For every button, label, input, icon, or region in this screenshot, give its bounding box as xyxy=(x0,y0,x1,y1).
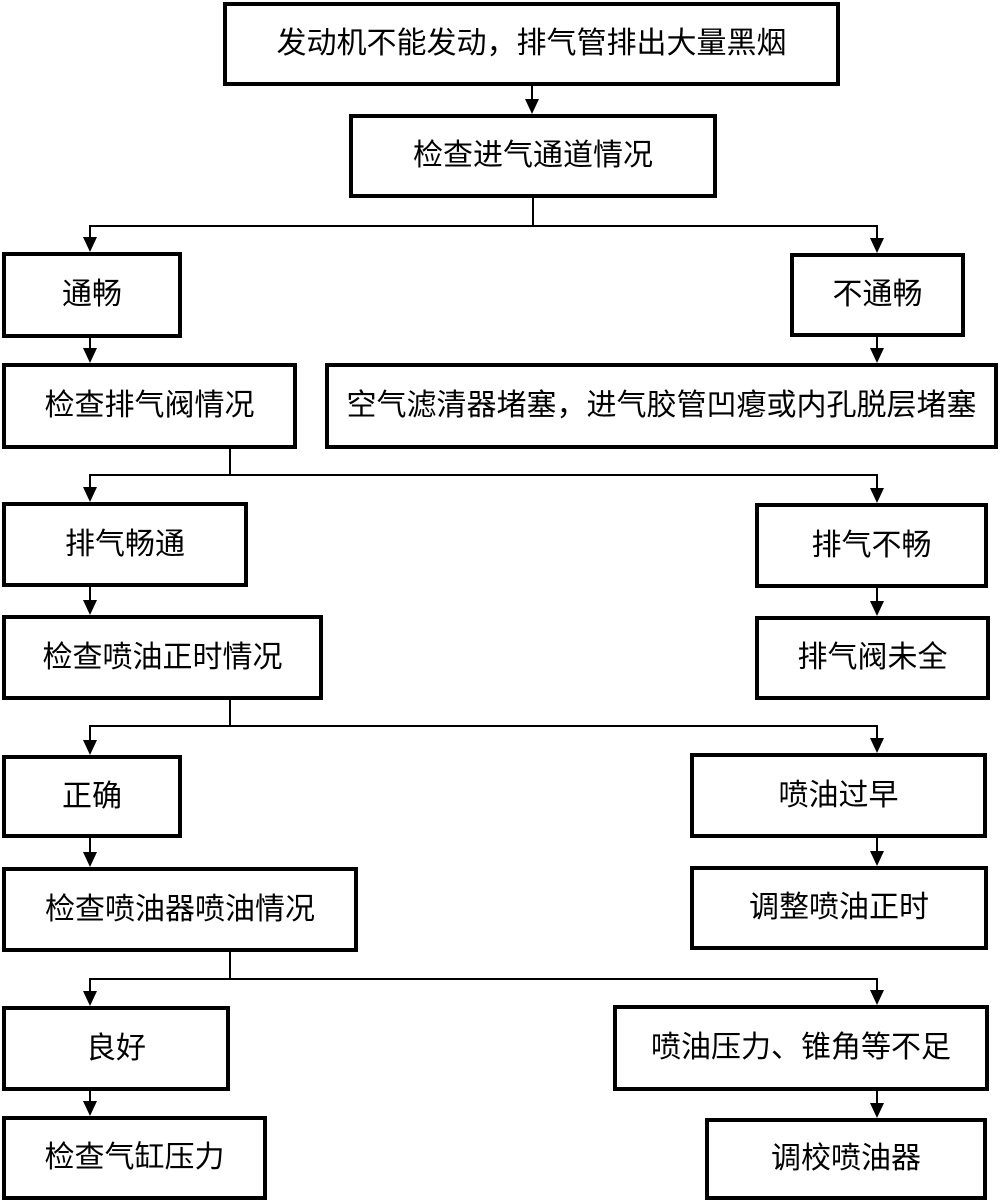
arrow-down-icon xyxy=(870,337,884,363)
node-intake-clear: 通畅 xyxy=(2,252,182,338)
arrow-down-icon xyxy=(870,588,884,616)
node-start: 发动机不能发动，排气管排出大量黑烟 xyxy=(223,2,840,86)
connector-stem xyxy=(229,700,231,727)
arrow-down-icon xyxy=(83,587,97,615)
arrow-down-icon xyxy=(83,474,97,502)
node-air-filter-blocked: 空气滤清器堵塞，进气胶管凹瘪或内孔脱层堵塞 xyxy=(325,363,998,449)
arrow-down-icon xyxy=(870,978,884,1005)
node-adjust-injection-timing: 调整喷油正时 xyxy=(690,866,988,950)
arrow-down-icon xyxy=(870,838,884,866)
node-check-cylinder-pressure: 检查气缸压力 xyxy=(2,1116,267,1200)
arrow-down-icon xyxy=(83,838,97,867)
connector-stem xyxy=(532,198,534,227)
node-check-injector-spray: 检查喷油器喷油情况 xyxy=(2,867,358,952)
node-exhaust-clear: 排气畅通 xyxy=(2,502,248,587)
node-injection-too-early: 喷油过早 xyxy=(690,753,987,838)
connector-rail xyxy=(90,725,878,727)
connector-stem xyxy=(229,952,231,980)
node-spray-pressure-insufficient: 喷油压力、锥角等不足 xyxy=(613,1005,989,1091)
node-timing-correct: 正确 xyxy=(2,755,182,838)
arrow-down-icon xyxy=(870,725,884,753)
arrow-down-icon xyxy=(83,225,97,252)
arrow-down-icon xyxy=(525,85,539,114)
node-calibrate-injector: 调校喷油器 xyxy=(705,1118,987,1200)
node-spray-good: 良好 xyxy=(2,1006,230,1091)
node-check-exhaust-valve: 检查排气阀情况 xyxy=(2,363,297,449)
arrow-down-icon xyxy=(83,338,97,363)
arrow-down-icon xyxy=(870,474,884,503)
node-check-intake: 检查进气通道情况 xyxy=(349,114,717,198)
arrow-down-icon xyxy=(83,725,97,755)
node-intake-not-clear: 不通畅 xyxy=(790,253,965,337)
arrow-down-icon xyxy=(870,225,884,253)
connector-rail xyxy=(90,978,878,980)
connector-stem xyxy=(229,449,231,476)
connector-rail xyxy=(90,225,878,227)
arrow-down-icon xyxy=(83,1091,97,1116)
arrow-down-icon xyxy=(83,978,97,1006)
arrow-down-icon xyxy=(870,1091,884,1118)
node-check-injection-timing: 检查喷油正时情况 xyxy=(2,615,323,700)
connector-rail xyxy=(90,474,878,476)
node-exhaust-not-clear: 排气不畅 xyxy=(755,503,988,588)
node-exhaust-valve-not-full: 排气阀未全 xyxy=(755,616,990,700)
